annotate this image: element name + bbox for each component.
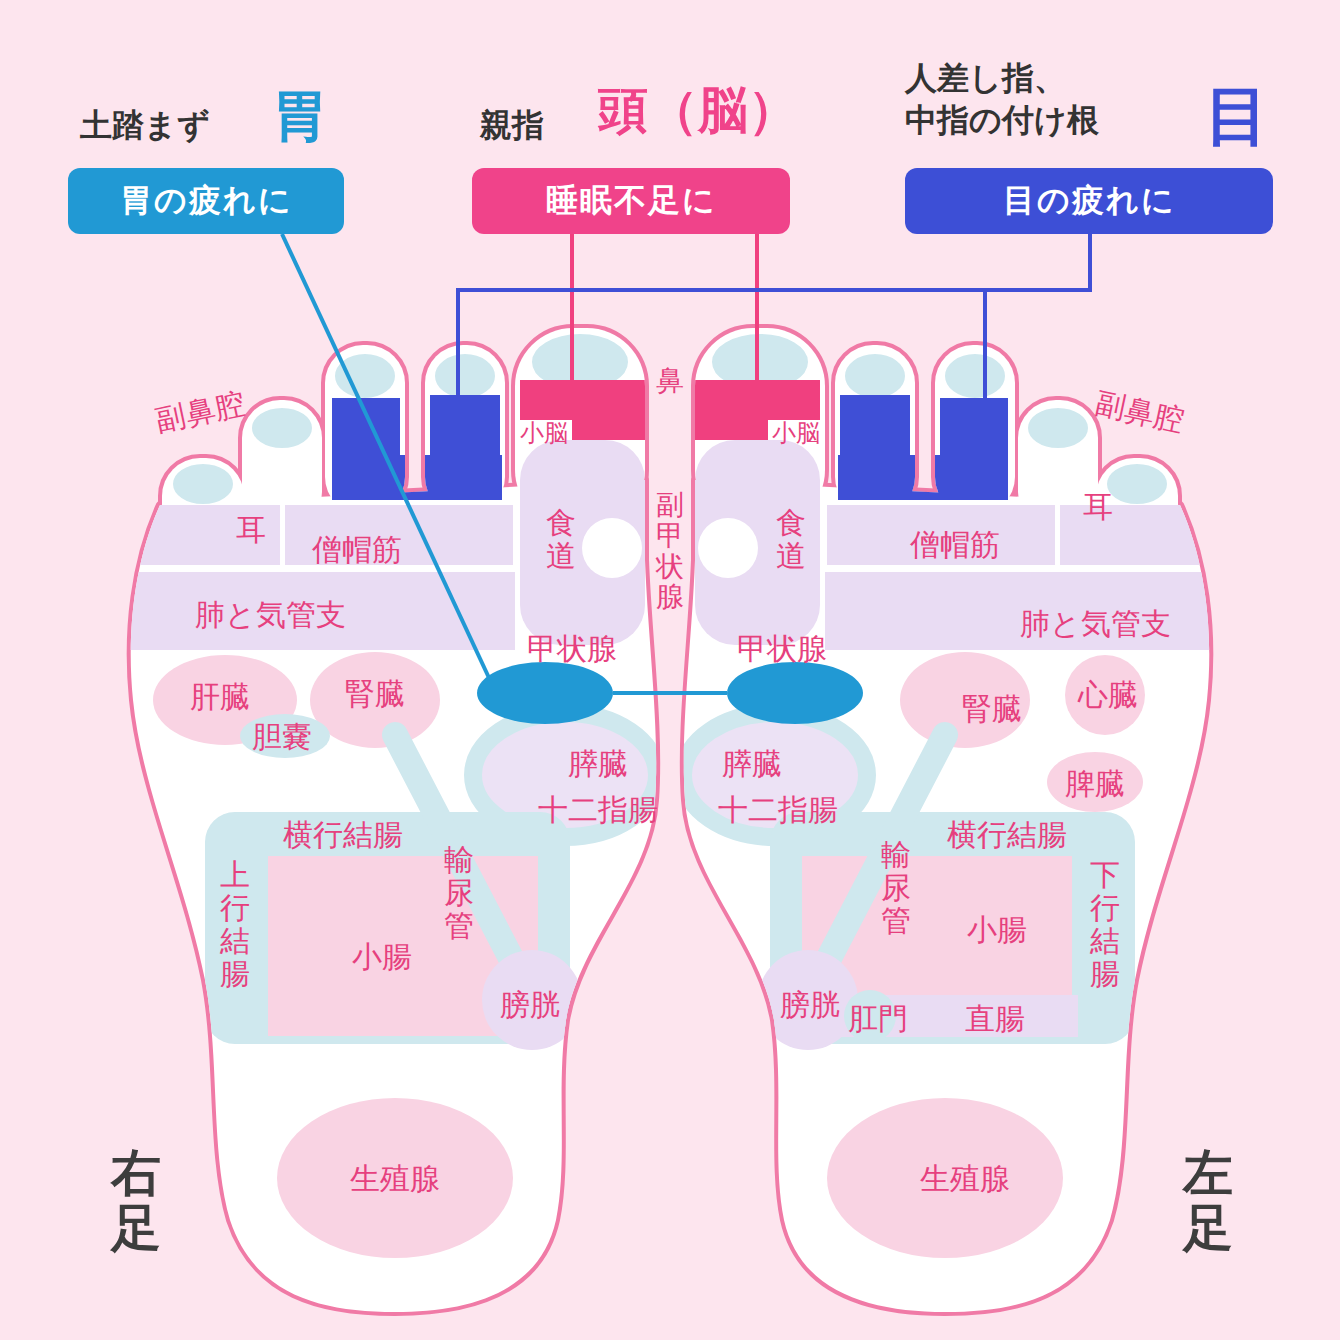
zone-label: 脾臓: [1065, 767, 1125, 800]
zone-label: 副甲状腺: [656, 490, 684, 613]
zone-label: 膵臓: [722, 747, 782, 780]
zone-label: 小腸: [967, 913, 1027, 946]
zone-label: 腎臓: [962, 692, 1022, 725]
zone-label: 輸尿管: [881, 838, 911, 937]
foot-side-label: 右足: [111, 1146, 161, 1256]
zone-label: 膵臓: [568, 747, 628, 780]
zone-label: 副鼻腔: [153, 386, 248, 437]
callout-text: 睡眠不足に: [546, 179, 717, 223]
zone-label: 横行結腸: [947, 818, 1067, 851]
zone-label: 十二指腸: [718, 793, 838, 826]
zone-label: 肺と気管支: [195, 598, 346, 631]
callout-box: 親指頭（脳）睡眠不足に: [472, 168, 790, 234]
zone-label: 小腸: [352, 940, 412, 973]
zone-label: 胆嚢: [252, 720, 312, 753]
zone-label: 小脳: [772, 420, 820, 446]
zone-label: 下行結腸: [1090, 858, 1120, 990]
zone-label: 僧帽筋: [312, 533, 402, 566]
zone-label: 心臓: [1078, 678, 1138, 711]
zone-label: 直腸: [965, 1002, 1025, 1035]
zone-label: 肝臓: [190, 680, 250, 713]
zone-label: 副鼻腔: [1093, 386, 1188, 437]
callout-box: 人差し指、 中指の付け根目目の疲れに: [905, 168, 1273, 234]
callout-text: 胃の疲れに: [120, 179, 293, 223]
zone-label: 肛門: [848, 1002, 908, 1035]
zone-label: 生殖腺: [350, 1162, 440, 1195]
zone-label: 膀胱: [500, 988, 560, 1021]
zone-label: 横行結腸: [283, 818, 403, 851]
organ-heading: 目: [1205, 78, 1269, 155]
zone-label: 小脳: [520, 420, 568, 446]
place-heading: 土踏まず: [80, 106, 210, 144]
zone-label: 肺と気管支: [1020, 607, 1171, 640]
organ-heading: 胃: [272, 82, 328, 149]
callout-text: 目の疲れに: [1003, 179, 1176, 223]
zone-label: 生殖腺: [920, 1162, 1010, 1195]
place-heading: 人差し指、 中指の付け根: [905, 58, 1195, 141]
zone-label: 腎臓: [345, 677, 405, 710]
zone-label: 食道: [546, 506, 576, 572]
zone-label: 甲状腺: [737, 632, 827, 665]
zone-label: 耳: [1083, 490, 1113, 523]
place-heading: 親指: [480, 106, 544, 144]
zone-label: 耳: [236, 513, 266, 546]
zone-label: 十二指腸: [538, 793, 658, 826]
callout-box: 土踏まず胃胃の疲れに: [68, 168, 344, 234]
zone-label: 膀胱: [780, 988, 840, 1021]
zone-label: 輸尿管: [444, 843, 474, 942]
zone-label: 上行結腸: [220, 858, 250, 990]
organ-heading: 頭（脳）: [598, 80, 798, 140]
leader-lines: [282, 234, 1090, 693]
zone-label: 食道: [776, 506, 806, 572]
zone-label: 甲状腺: [527, 632, 617, 665]
zone-label: 鼻: [656, 366, 684, 397]
foot-side-label: 左足: [1183, 1146, 1233, 1256]
zone-label: 僧帽筋: [910, 528, 1000, 561]
